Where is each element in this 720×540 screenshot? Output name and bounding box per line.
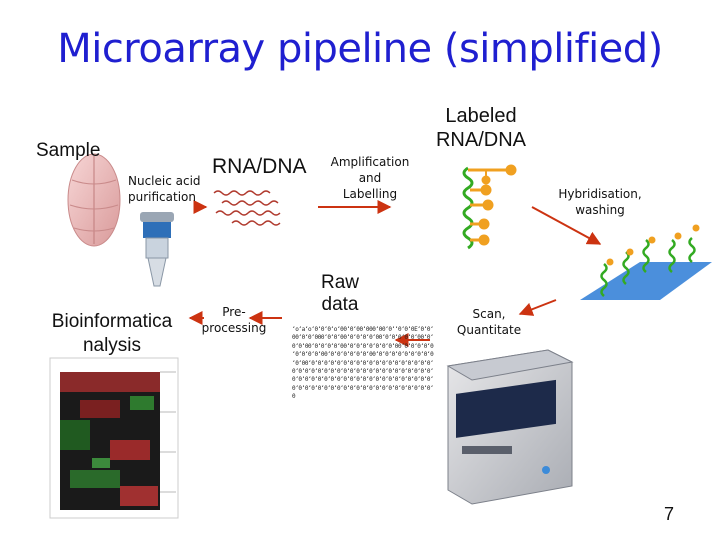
microarray-slide-image (580, 224, 712, 300)
label-scan: Scan, Quantitate (456, 307, 522, 337)
arrow-hybridisation (531, 206, 602, 245)
label-preprocessing: Pre-processing (201, 305, 267, 335)
label-nucleic-acid: Nucleic acid purification (128, 174, 201, 204)
heatmap-image (49, 357, 179, 519)
label-amplification: Amplification and Labelling (330, 155, 410, 201)
raw-data-text: ʻoʻaʻoʻ0ʻ0ʻ0ʻoʻ00ʻ0ʻ00ʻ000ʻ00ʻ0ʻʻ0ʻ0ʻ0Eʻ… (292, 326, 434, 401)
labeled-strands (462, 164, 517, 250)
label-raw-data: Raw data (320, 272, 359, 315)
label-sample: Sample (36, 140, 101, 161)
slide-title: Microarray pipeline (simplified) (57, 26, 663, 72)
microarray-scanner-image (446, 349, 574, 505)
label-labeled: Labeled RNA/DNA (435, 105, 526, 151)
label-hybridisation: Hybridisation, washing (558, 187, 642, 217)
brain-image (67, 153, 121, 247)
label-rna-dna: RNA/DNA (212, 155, 307, 178)
rna-strands (213, 190, 281, 226)
purification-tube-image (140, 212, 174, 287)
label-bioinformatics: Bioinformatica nalysis (51, 311, 173, 356)
page-number: 7 (664, 504, 675, 524)
arrow-scan (518, 299, 557, 316)
